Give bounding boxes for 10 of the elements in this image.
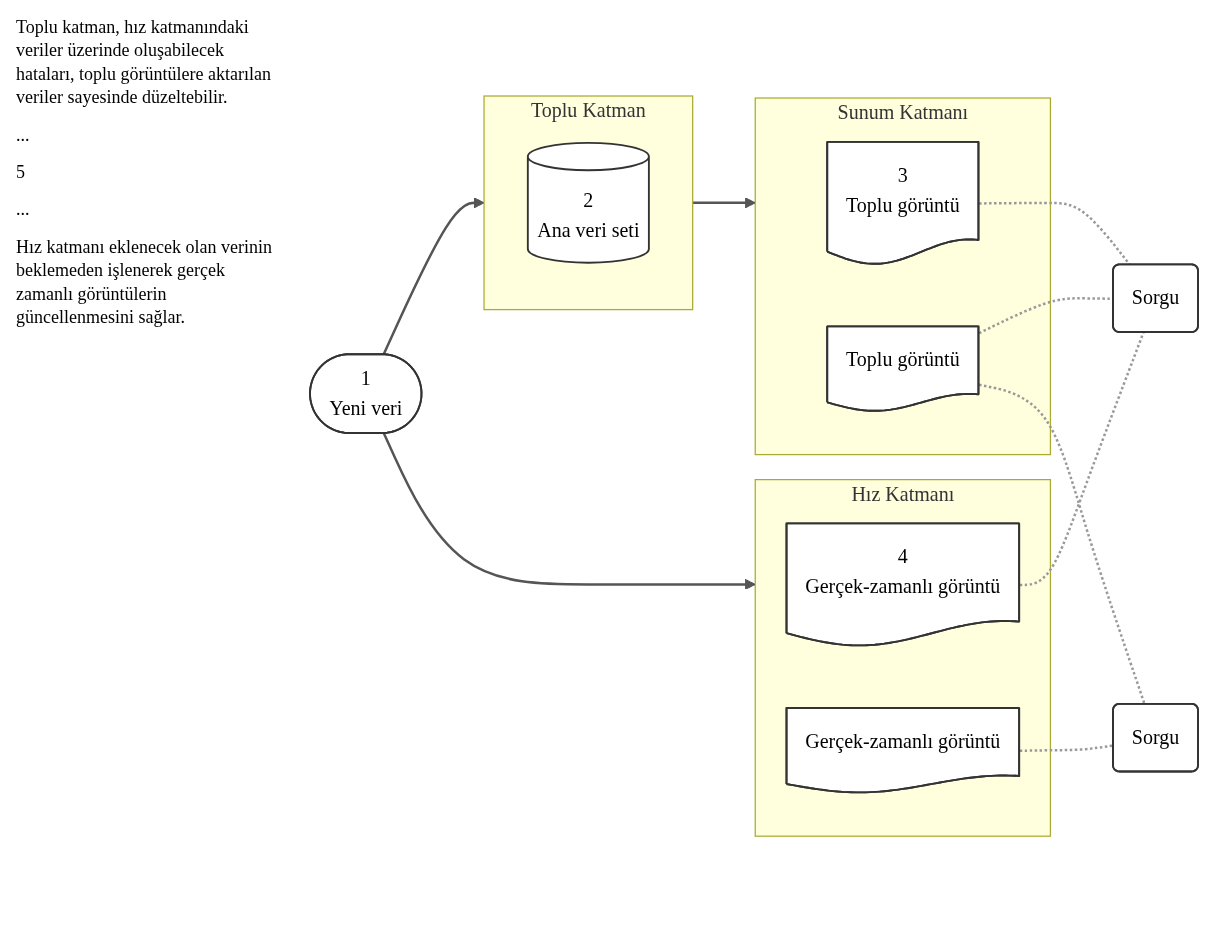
arrow: [692, 197, 756, 209]
callout-number: 5: [16, 160, 26, 184]
note-text: Hız katmanı eklenecek olan verinin beklemeden işlenerek gerçek zamanlı görüntülerin güncellenmesini sağlar.: [16, 235, 273, 329]
connector: [1019, 332, 1145, 587]
arrow: [382, 432, 756, 590]
note-text: ...: [16, 198, 31, 222]
connector: [978, 383, 1146, 705]
note-text: ...: [16, 123, 31, 147]
arrow: [382, 197, 485, 355]
note-text: Toplu katman, hız katmanındaki veriler üzerinde oluşabilecek hataları, toplu görüntülere aktarılan veriler sayesinde düzeltebilir.: [16, 16, 272, 110]
